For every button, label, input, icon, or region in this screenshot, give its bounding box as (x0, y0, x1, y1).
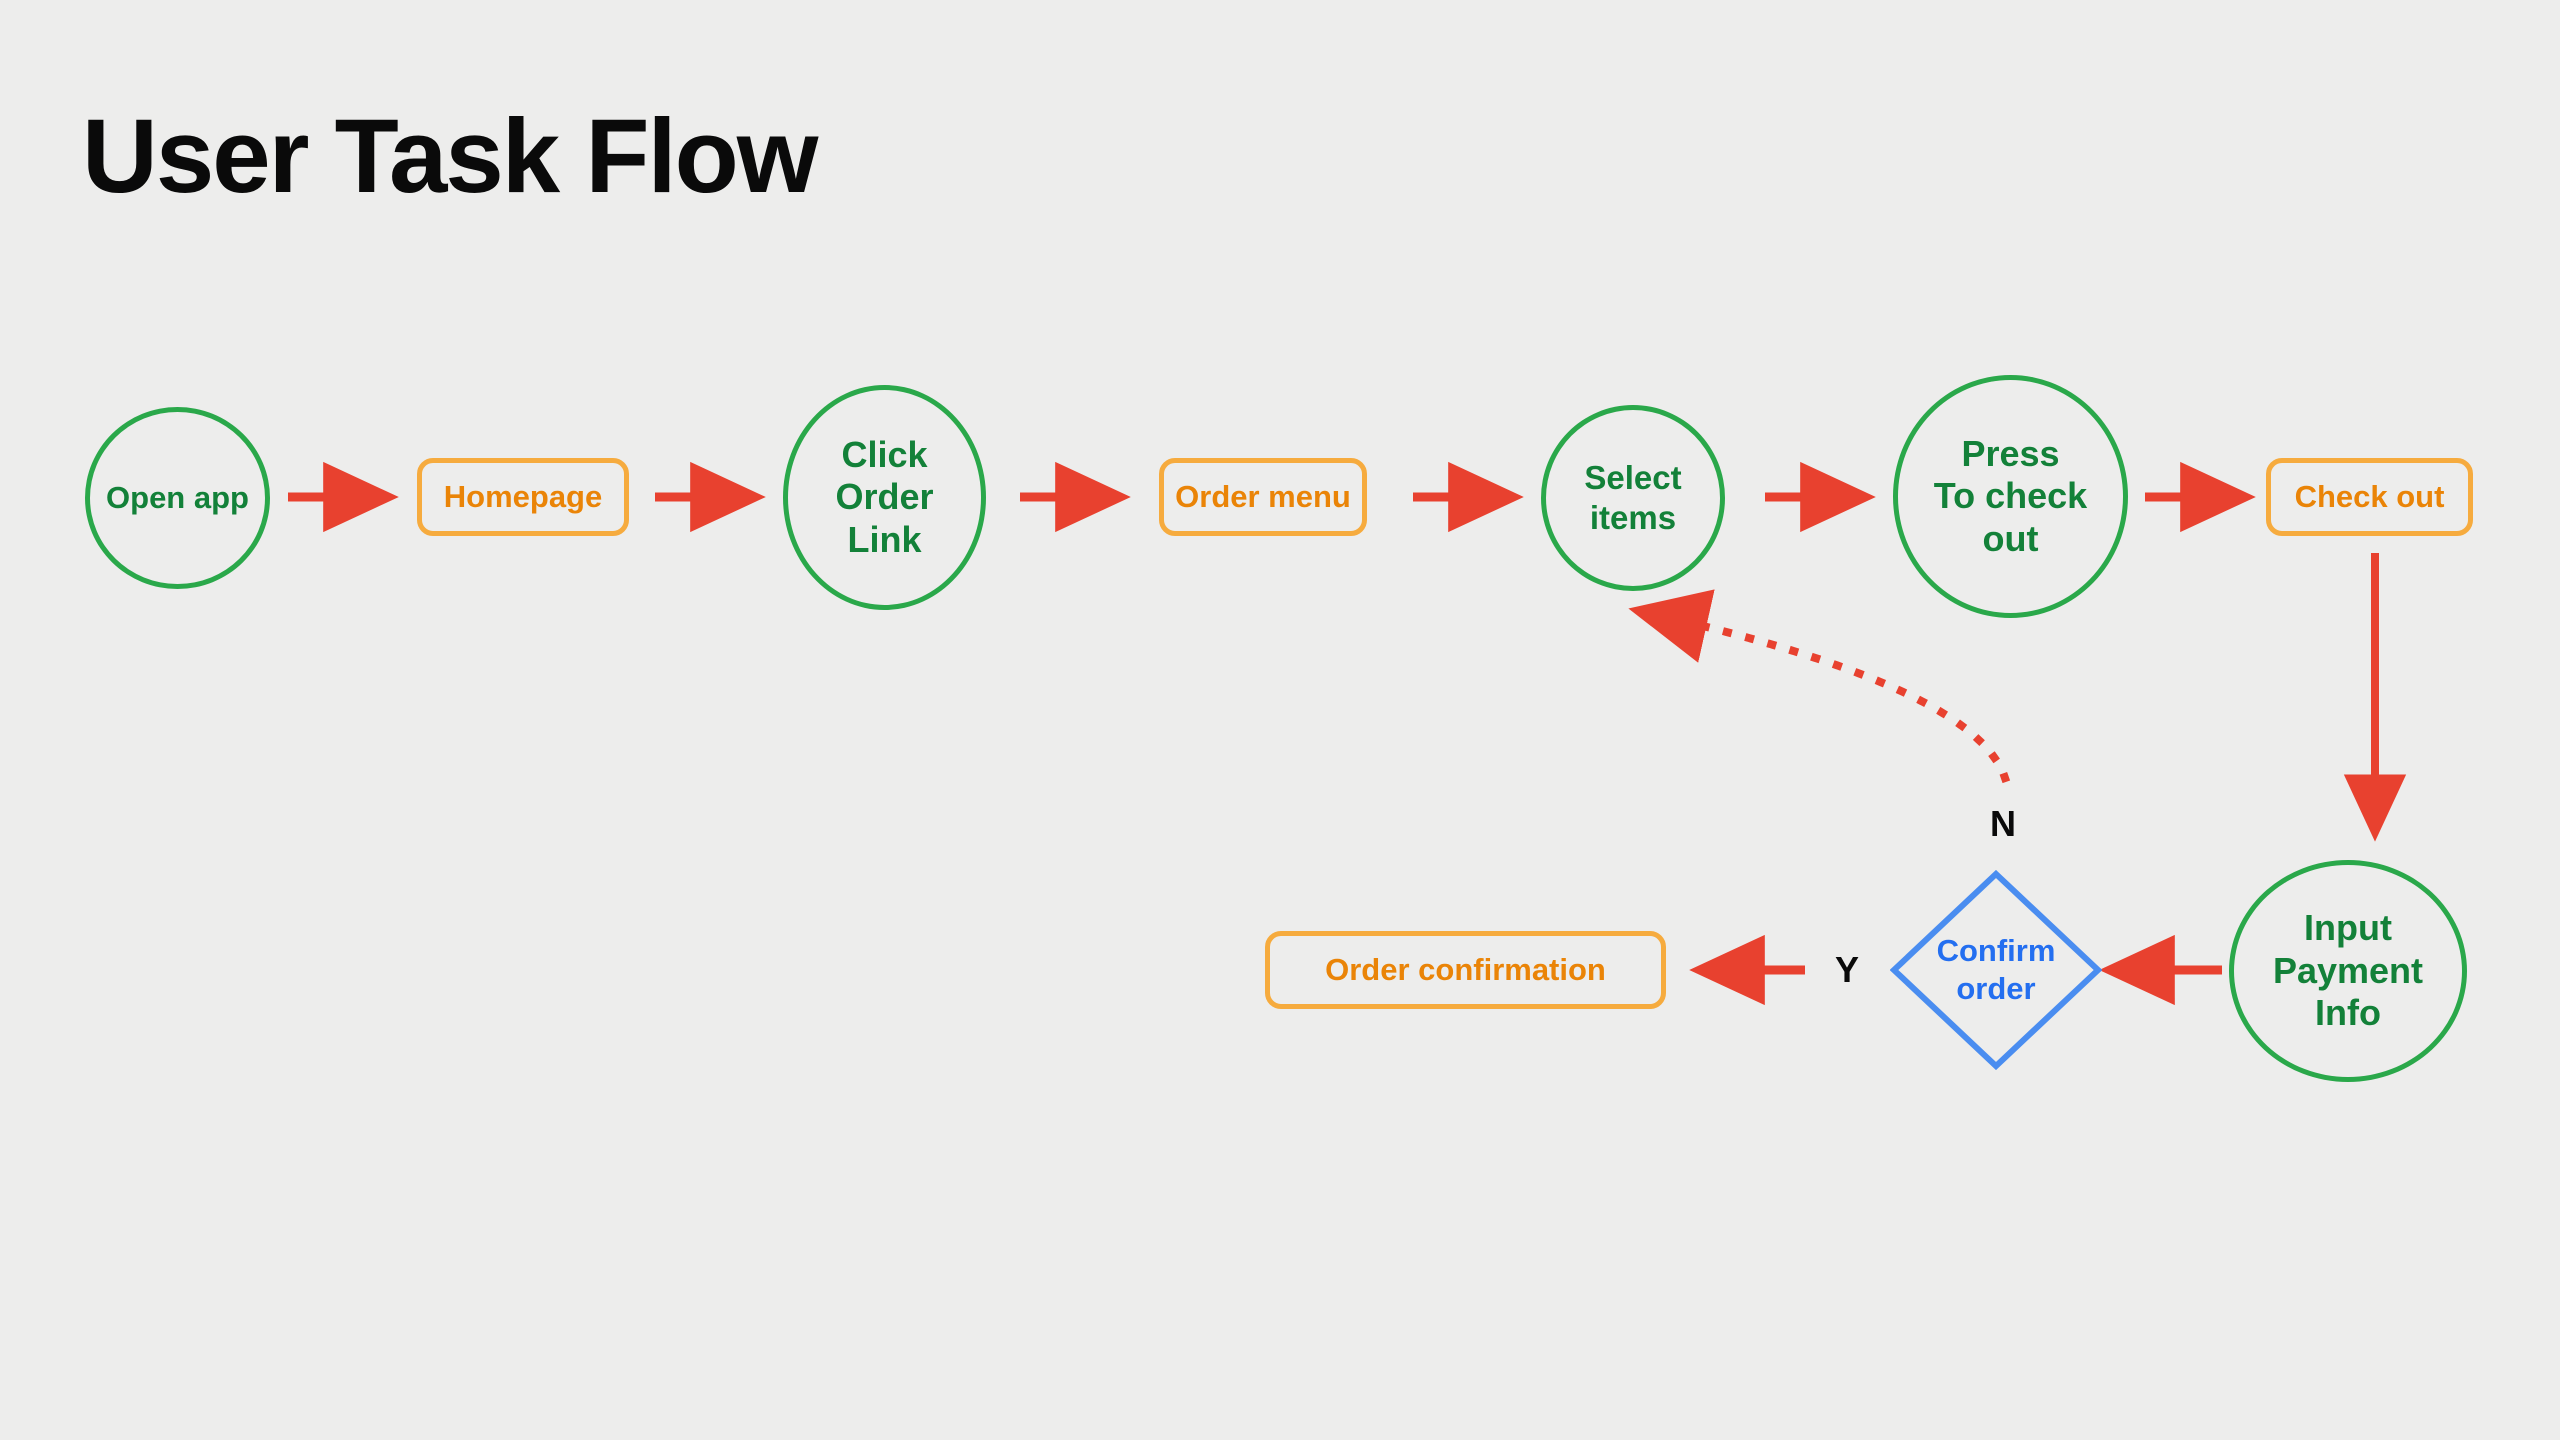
node-order-confirmation[interactable]: Order confirmation (1265, 931, 1666, 1009)
node-press-to-check-out-line-2: To check (1933, 475, 2088, 517)
node-check-out[interactable]: Check out (2266, 458, 2473, 536)
node-press-to-check-out-line-1: Press (1961, 432, 2060, 474)
node-select-items-line-2: items (1589, 499, 1677, 536)
node-click-order-link-line-2: Order (835, 476, 934, 518)
confirm-order-diamond-shape (1889, 869, 2103, 1071)
node-input-payment-info-line-1: Input (2304, 907, 2392, 949)
node-select-items[interactable]: Select items (1541, 405, 1725, 591)
node-click-order-link-line-1: Click (841, 434, 928, 476)
node-input-payment-info-line-3: Info (2315, 992, 2381, 1034)
node-input-payment-info[interactable]: Input Payment Info (2229, 860, 2467, 1082)
node-order-menu-label: Order menu (1175, 479, 1351, 514)
node-check-out-label: Check out (2294, 479, 2445, 514)
node-order-menu[interactable]: Order menu (1159, 458, 1367, 536)
node-select-items-line-1: Select (1584, 459, 1682, 497)
node-order-confirmation-label: Order confirmation (1325, 952, 1606, 987)
node-click-order-link[interactable]: Click Order Link (783, 385, 986, 610)
node-open-app[interactable]: Open app (85, 407, 270, 589)
node-homepage-label: Homepage (443, 479, 603, 514)
node-homepage[interactable]: Homepage (417, 458, 629, 536)
page-title: User Task Flow (82, 98, 818, 215)
edge-label-yes: Y (1835, 949, 1860, 990)
node-click-order-link-line-3: Link (847, 518, 922, 560)
node-confirm-order-line-2: order (1956, 971, 2036, 1006)
node-press-to-check-out-line-3: out (1982, 517, 2039, 559)
node-open-app-label: Open app (106, 480, 249, 515)
arrow-confirm-order-to-select-items-dotted (1628, 589, 2011, 784)
node-confirm-order-label: Confirm order (1890, 870, 2102, 1070)
node-confirm-order-line-1: Confirm (1936, 933, 2056, 969)
node-confirm-order[interactable]: Confirm order (1889, 869, 2103, 1071)
node-press-to-check-out[interactable]: Press To check out (1893, 375, 2128, 618)
node-input-payment-info-line-2: Payment (2272, 949, 2424, 991)
edge-label-no: N (1990, 803, 2016, 844)
